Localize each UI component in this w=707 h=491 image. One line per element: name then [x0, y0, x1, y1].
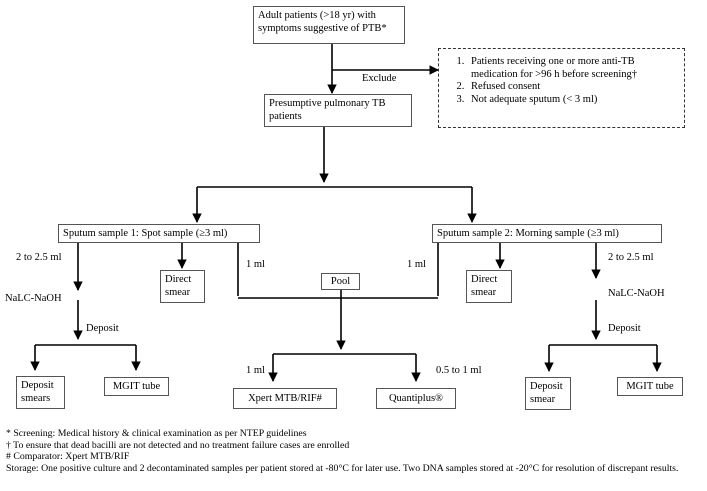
footnote: Storage: One positive culture and 2 deco…: [6, 462, 679, 474]
node-sputum-1: Sputum sample 1: Spot sample (≥3 ml): [58, 224, 260, 243]
exclusion-item: Not adequate sputum (< 3 ml): [467, 94, 678, 107]
right-volume-label: 2 to 2.5 ml: [608, 252, 654, 263]
node-xpert: Xpert MTB/RIF#: [233, 388, 337, 409]
xpert-volume-label: 1 ml: [246, 365, 265, 376]
node-quantiplus: Quantiplus®: [376, 388, 456, 409]
left-volume-label: 2 to 2.5 ml: [16, 252, 62, 263]
node-direct-smear-right: Direct smear: [466, 270, 512, 303]
footnote: # Comparator: Xpert MTB/RIF: [6, 451, 130, 463]
node-presumptive: Presumptive pulmonary TB patients: [264, 94, 412, 127]
footnote: † To ensure that dead bacilli are not de…: [6, 439, 350, 451]
footnote: * Screening: Medical history & clinical …: [6, 428, 307, 439]
node-direct-smear-left: Direct smear: [160, 270, 205, 303]
footnotes: * Screening: Medical history & clinical …: [6, 428, 702, 474]
node-mgit-right: MGIT tube: [617, 377, 683, 396]
exclusion-box: Patients receiving one or more anti-TB m…: [438, 48, 685, 128]
left-deposit-label: Deposit: [86, 323, 119, 334]
node-pool: Pool: [321, 273, 360, 290]
node-mgit-left: MGIT tube: [104, 377, 169, 396]
node-adult-patients: Adult patients (>18 yr) with symptoms su…: [253, 6, 405, 44]
node-deposit-smears-left: Deposit smears: [16, 376, 65, 409]
left-1ml-label: 1 ml: [246, 259, 265, 270]
exclusion-item: Refused consent: [467, 81, 678, 94]
node-sputum-2: Sputum sample 2: Morning sample (≥3 ml): [432, 224, 662, 243]
right-deposit-label: Deposit: [608, 323, 641, 334]
node-deposit-smear-right: Deposit smear: [525, 377, 571, 410]
left-nalc-label: NaLC-NaOH: [5, 293, 62, 304]
quantiplus-volume-label: 0.5 to 1 ml: [436, 365, 482, 376]
right-nalc-label: NaLC-NaOH: [608, 288, 665, 299]
exclude-label: Exclude: [362, 73, 397, 84]
right-1ml-label: 1 ml: [407, 259, 426, 270]
exclusion-list: Patients receiving one or more anti-TB m…: [447, 56, 678, 106]
exclusion-item: Patients receiving one or more anti-TB m…: [467, 56, 678, 81]
